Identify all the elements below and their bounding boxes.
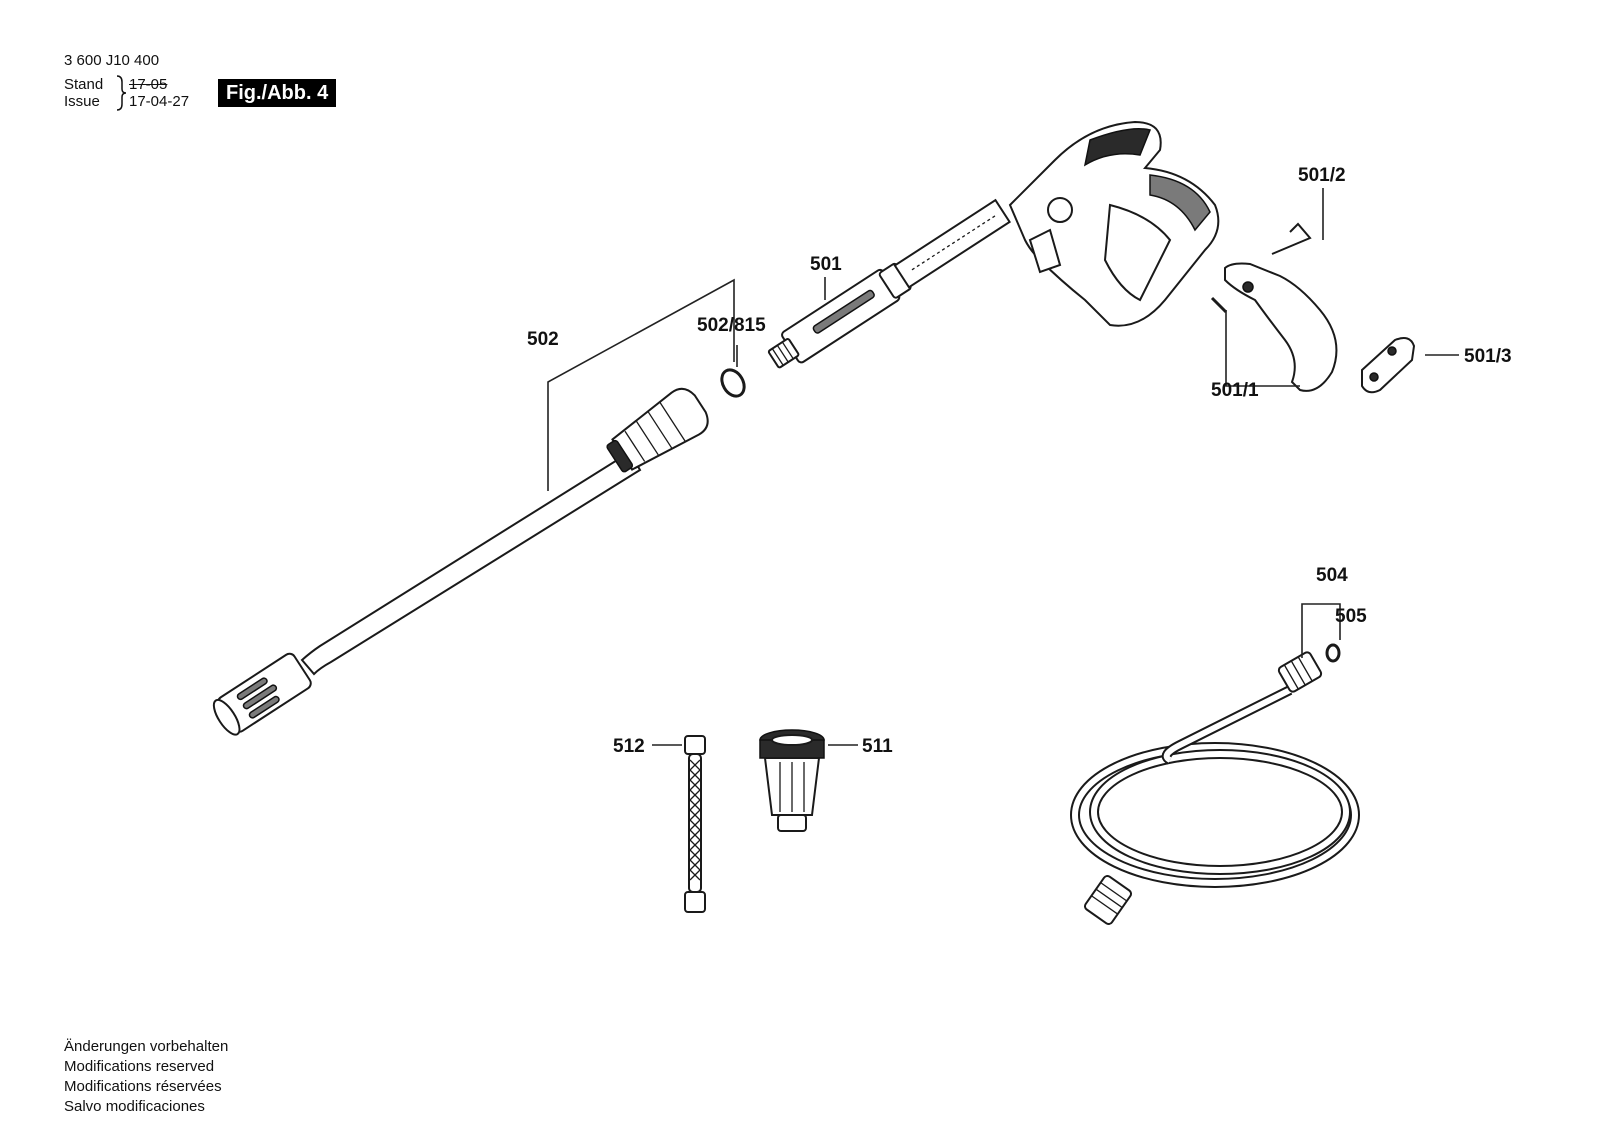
stand-label: Stand	[64, 76, 104, 93]
footer-line-de: Änderungen vorbehalten	[64, 1038, 229, 1055]
pressure-hose-504-drawing	[1070, 651, 1360, 925]
inlet-hose-512-drawing	[684, 735, 706, 913]
footer-line-fr: Modifications réservées	[64, 1078, 222, 1095]
stand-issue-labels: Stand Issue	[64, 76, 103, 110]
callout-501: 501	[810, 254, 842, 275]
o-ring-505-drawing	[1325, 643, 1341, 663]
footer-notes: Änderungen vorbehalten Modifications res…	[64, 1037, 228, 1117]
callout-502-815: 502/815	[697, 315, 766, 336]
callout-501-1: 501/1	[1211, 380, 1259, 401]
spray-gun-drawing	[767, 120, 1220, 369]
trigger-501-1-drawing	[1210, 262, 1338, 392]
leader-lines	[547, 188, 1459, 746]
footer-line-en: Modifications reserved	[64, 1058, 215, 1075]
callout-511: 511	[862, 736, 893, 757]
callout-505: 505	[1335, 606, 1367, 627]
callout-504: 504	[1316, 565, 1348, 586]
callout-512: 512	[613, 736, 645, 757]
spring-pin-501-2-drawing	[1271, 222, 1312, 255]
water-filter-511-drawing	[759, 729, 825, 832]
stand-value: 17-05	[129, 76, 168, 93]
callout-501-3: 501/3	[1464, 346, 1512, 367]
clip-501-3-drawing	[1361, 337, 1416, 394]
stand-issue-values: 17-05 17-04-27	[129, 76, 189, 110]
header-brace-icon	[116, 75, 127, 111]
header-part-number: 3 600 J10 400	[64, 52, 159, 69]
o-ring-502-815-drawing	[720, 368, 746, 398]
figure-badge: Fig./Abb. 4	[218, 79, 337, 107]
part-number-text: 3 600 J10 400	[64, 52, 160, 69]
callout-501-2: 501/2	[1298, 165, 1346, 186]
issue-label: Issue	[64, 93, 100, 110]
footer-line-es: Salvo modificaciones	[64, 1098, 205, 1115]
spray-lance-drawing	[212, 387, 709, 736]
callout-502: 502	[527, 329, 559, 350]
issue-value: 17-04-27	[129, 93, 190, 110]
